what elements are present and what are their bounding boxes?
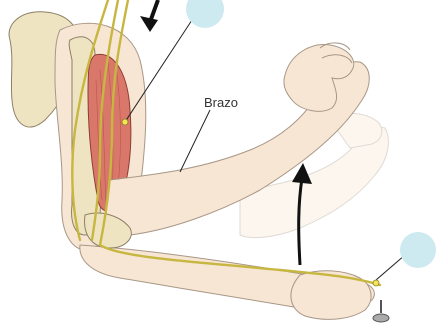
pin-icon [373,300,389,322]
upper-marker-circle [186,0,224,28]
arm-label: Brazo [204,95,238,110]
lower-marker-line [376,255,405,280]
lower-hand [291,271,371,320]
lower-marker-circle [400,232,436,268]
descending-arrow-icon [140,0,158,32]
brazo-leader-line [180,110,210,172]
